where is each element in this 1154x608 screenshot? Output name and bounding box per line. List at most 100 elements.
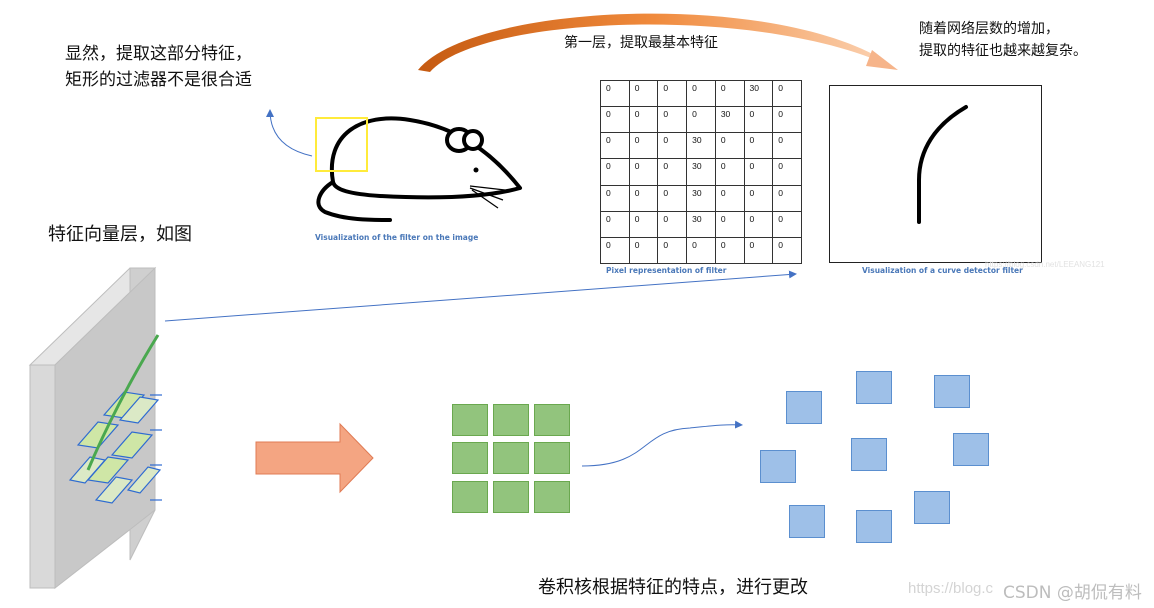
blue-square — [760, 450, 796, 483]
green-square — [452, 481, 488, 513]
feature-layer-strokes — [86, 334, 160, 471]
filter-note-pointer — [266, 109, 313, 157]
pixel-cell: 0 — [714, 184, 745, 212]
pixel-cell: 0 — [714, 132, 745, 160]
pixel-cell: 0 — [743, 210, 774, 238]
mouse-eye — [473, 167, 479, 173]
pixel-row: 0 0 0 0 30 0 0 — [600, 106, 802, 134]
first-layer-note: 第一层，提取最基本特征 — [564, 35, 718, 51]
green-square — [452, 442, 488, 474]
pixel-cell: 0 — [714, 210, 745, 238]
pixel-cell: 0 — [628, 184, 659, 212]
pixel-cell: 0 — [657, 236, 688, 265]
pixel-cell: 0 — [772, 106, 802, 134]
pixel-cell: 0 — [600, 158, 630, 186]
pixel-cell: 0 — [657, 210, 688, 238]
pixel-cell: 30 — [686, 132, 716, 160]
pixel-cell: 0 — [657, 184, 688, 212]
pixel-cell: 0 — [686, 79, 716, 108]
pixel-cell: 0 — [628, 106, 659, 134]
pixel-cell: 0 — [714, 79, 745, 108]
green-square — [452, 404, 488, 436]
blue-square — [786, 391, 822, 424]
pixel-cell: 0 — [628, 158, 659, 186]
pixel-cell: 0 — [686, 106, 716, 134]
pixel-cell: 0 — [657, 79, 688, 108]
layer-to-detector-line — [164, 270, 797, 322]
blue-square — [934, 375, 970, 408]
pixel-cell: 0 — [714, 236, 745, 265]
pixel-cell: 0 — [600, 132, 630, 160]
pixel-cell: 0 — [772, 79, 802, 108]
yellow-filter-box — [315, 117, 368, 172]
green-square — [534, 404, 570, 436]
curve-detector-box — [829, 85, 1042, 263]
pixel-cell: 0 — [657, 158, 688, 186]
blue-square — [851, 438, 887, 471]
pixel-cell: 0 — [772, 210, 802, 238]
green-to-blue-curve — [581, 420, 743, 467]
pixel-cell: 0 — [743, 184, 774, 212]
blue-square — [856, 371, 892, 404]
pixel-cell: 0 — [600, 106, 630, 134]
pixel-row: 0 0 0 0 0 0 0 — [600, 236, 802, 265]
csdn-brand-watermark: CSDN @胡侃有料 — [1003, 583, 1142, 603]
pixel-grid: 0 0 0 0 0 30 0 0 0 0 0 30 0 0 0 0 0 30 0… — [600, 79, 802, 265]
pixel-cell: 0 — [628, 79, 659, 108]
pixel-row: 0 0 0 30 0 0 0 — [600, 210, 802, 238]
pixel-cell: 0 — [714, 158, 745, 186]
big-right-arrow — [255, 422, 374, 494]
pixel-cell: 0 — [686, 236, 716, 265]
mouse-drawing — [316, 116, 522, 222]
pixel-cell: 30 — [686, 184, 716, 212]
pixel-row: 0 0 0 0 0 30 0 — [600, 79, 802, 108]
pixel-row: 0 0 0 30 0 0 0 — [600, 158, 802, 186]
pixel-cell: 0 — [743, 236, 774, 265]
pixel-cell: 0 — [657, 106, 688, 134]
pixel-cell: 0 — [743, 158, 774, 186]
pixel-cell: 0 — [743, 132, 774, 160]
filter-note-line2: 矩形的过滤器不是很合适 — [65, 70, 252, 90]
complexity-note-line2: 提取的特征也越来越复杂。 — [919, 43, 1087, 59]
green-square — [493, 404, 529, 436]
pixel-cell: 0 — [772, 236, 802, 265]
pixel-cell: 0 — [772, 184, 802, 212]
faint-url-watermark: https://blog.csdn.net/LEEANG121 — [985, 260, 1105, 269]
green-square — [493, 481, 529, 513]
bottom-url-watermark: https://blog.c — [908, 580, 994, 597]
pixel-cell: 30 — [714, 106, 745, 134]
blue-square — [914, 491, 950, 524]
top-arc-arrowhead — [866, 50, 898, 70]
green-square — [534, 481, 570, 513]
pixel-cell: 30 — [686, 210, 716, 238]
filter-note-line1: 显然，提取这部分特征， — [65, 44, 252, 64]
green-square — [534, 442, 570, 474]
top-arc-arrow — [418, 13, 890, 72]
pixel-cell: 0 — [743, 106, 774, 134]
mouse-whiskers — [469, 185, 506, 209]
feature-layer-note: 特征向量层，如图 — [48, 224, 192, 245]
blue-square — [856, 510, 892, 543]
pixel-caption: Pixel representation of filter — [606, 266, 727, 275]
pixel-cell: 0 — [600, 79, 630, 108]
bottom-caption: 卷积核根据特征的特点，进行更改 — [538, 577, 808, 598]
blue-square — [789, 505, 825, 538]
pixel-cell: 0 — [600, 184, 630, 212]
pixel-cell: 0 — [772, 132, 802, 160]
pixel-cell: 0 — [657, 132, 688, 160]
pixel-row: 0 0 0 30 0 0 0 — [600, 132, 802, 160]
pixel-cell: 30 — [743, 79, 774, 108]
green-square — [493, 442, 529, 474]
pixel-cell: 30 — [686, 158, 716, 186]
pixel-cell: 0 — [628, 132, 659, 160]
pixel-cell: 0 — [600, 210, 630, 238]
pixel-row: 0 0 0 30 0 0 0 — [600, 184, 802, 212]
pixel-cell: 0 — [628, 236, 659, 265]
pixel-cell: 0 — [772, 158, 802, 186]
complexity-note-line1: 随着网络层数的增加， — [919, 21, 1059, 37]
pixel-cell: 0 — [628, 210, 659, 238]
mouse-caption: Visualization of the filter on the image — [315, 233, 479, 242]
blue-square — [953, 433, 989, 466]
pixel-cell: 0 — [600, 236, 630, 265]
